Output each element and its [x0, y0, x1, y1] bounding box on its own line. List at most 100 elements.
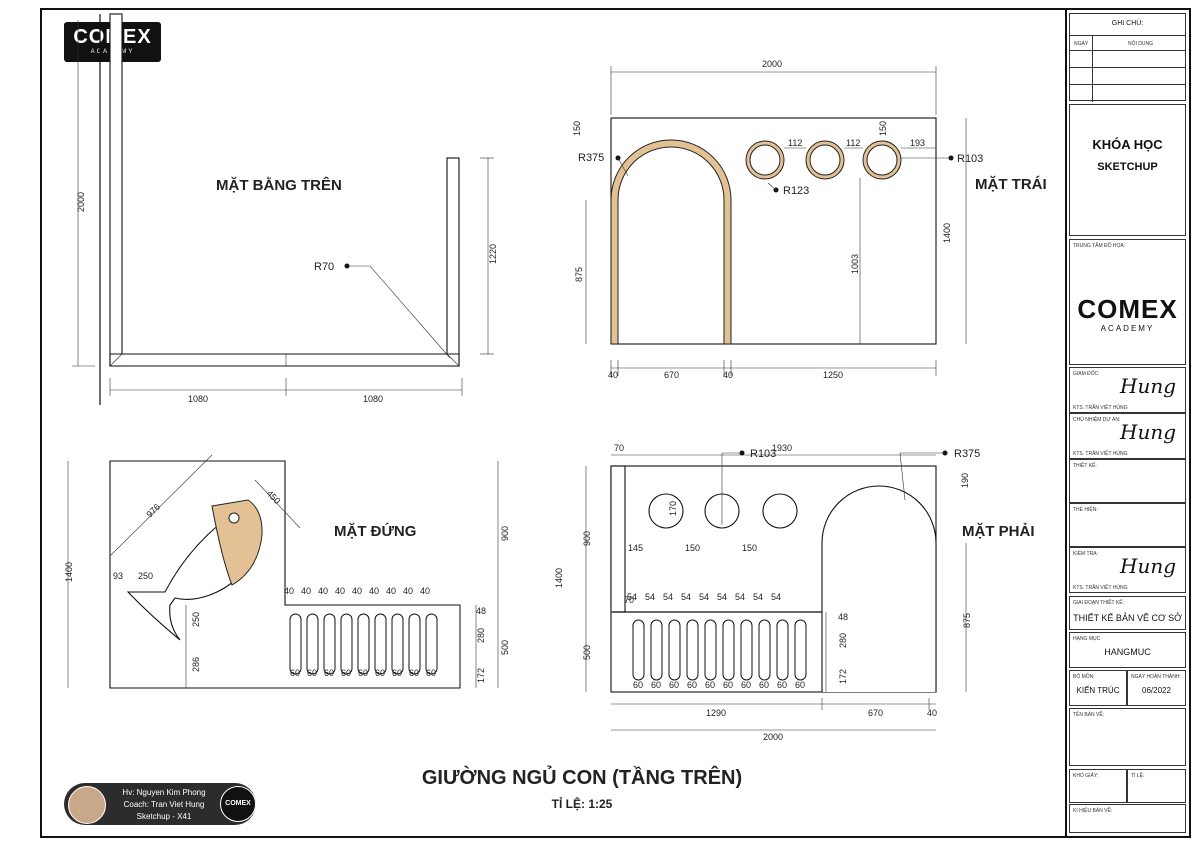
front-h900: 900 — [500, 526, 510, 541]
right-slot — [722, 619, 735, 681]
dept-label: BỘ MÔN: — [1073, 674, 1095, 680]
signature-2: Hung — [1120, 420, 1177, 444]
design-box: THIẾT KẾ: — [1069, 459, 1186, 503]
right-h1400: 1400 — [554, 568, 564, 588]
front-slot — [425, 613, 438, 675]
top-w1080b: 1080 — [363, 394, 383, 404]
right-bottom-dim: 60 — [759, 680, 769, 690]
right-w70b: 70 — [624, 595, 634, 605]
check-label: KIỂM TRA: — [1073, 551, 1098, 557]
left-d112b: 112 — [846, 138, 860, 148]
right-top-dim: 54 — [753, 592, 763, 602]
front-top-dim: 40 — [335, 586, 345, 596]
right-bottom-dim: 60 — [633, 680, 643, 690]
front-top-dim: 40 — [318, 586, 328, 596]
title-front-view: MẶT ĐỨNG — [334, 522, 416, 540]
top-plan-view — [72, 13, 494, 405]
center-logo-name: COMEX — [1077, 294, 1178, 324]
front-top-dim: 40 — [301, 586, 311, 596]
scale-box-label: TỈ LỆ: — [1131, 773, 1145, 779]
notes-row-2 — [1070, 67, 1185, 68]
paper-box: KHỔ GIẤY: — [1069, 769, 1127, 803]
right-r103: R103 — [750, 448, 776, 460]
left-h150a: 150 — [572, 121, 582, 136]
right-w1290: 1290 — [706, 708, 726, 718]
drawing-frame — [40, 8, 1191, 838]
right-w70: 70 — [614, 443, 624, 453]
left-r103: R103 — [957, 153, 983, 165]
right-bottom-dim: 60 — [705, 680, 715, 690]
notes-box: GHI CHÚ: NGÀY NỘI DUNG — [1069, 13, 1186, 102]
right-h500: 500 — [582, 645, 592, 660]
student-coach: Coach: Tran Viet Hung — [123, 800, 205, 809]
front-h172: 172 — [476, 668, 486, 683]
left-r375: R375 — [578, 152, 604, 164]
right-top-dim: 54 — [681, 592, 691, 602]
dept-value: KIẾN TRÚC — [1076, 686, 1120, 695]
right-top-dim: 54 — [645, 592, 655, 602]
right-top-dim: 54 — [663, 592, 673, 602]
right-bottom-dim: 60 — [687, 680, 697, 690]
notes-title: GHI CHÚ: — [1111, 20, 1144, 27]
code-label: KÍ HIỆU BẢN VẼ: — [1073, 808, 1113, 814]
stage-box: GIAI ĐOẠN THIẾT KẾ: THIẾT KẾ BẢN VẼ CƠ S… — [1069, 596, 1186, 630]
drawing-label: TÊN BẢN VẼ: — [1073, 712, 1105, 718]
notes-row-1 — [1070, 50, 1185, 51]
student-name: Hv: Nguyen Kim Phong — [122, 788, 206, 797]
notes-row-3 — [1070, 84, 1185, 85]
col-date: NGÀY — [1074, 41, 1089, 47]
front-h48: 48 — [476, 606, 486, 616]
director-box: GIÁM ĐỐC: Hung KTS. TRẦN VIỆT HÙNG — [1069, 367, 1186, 413]
right-slot — [758, 619, 771, 681]
center-logo-sub: ACADEMY — [1100, 324, 1155, 333]
front-slot — [391, 613, 404, 675]
front-slot — [357, 613, 370, 675]
front-bottom-dim: 60 — [307, 668, 317, 678]
title-right-view: MẶT PHẢI — [962, 523, 1035, 540]
right-w150a: 150 — [685, 543, 700, 553]
code-box: KÍ HIỆU BẢN VẼ: — [1069, 804, 1186, 833]
center-box: TRUNG TÂM ĐỒ HỌA: COMEX ACADEMY — [1069, 239, 1186, 365]
right-slot — [632, 619, 645, 681]
front-bottom-dim: 60 — [290, 668, 300, 678]
front-slot — [374, 613, 387, 675]
right-h190: 190 — [960, 473, 970, 488]
chief-name: KTS. TRẦN VIỆT HÙNG — [1073, 451, 1128, 457]
course-box: KHÓA HỌC SKETCHUP — [1069, 104, 1186, 236]
left-w40b: 40 — [723, 370, 733, 380]
front-w93: 93 — [113, 571, 123, 581]
done-box: NGÀY HOÀN THÀNH: 06/2022 — [1127, 670, 1186, 706]
student-course: Sketchup - X41 — [136, 812, 192, 821]
right-bottom-dim: 60 — [669, 680, 679, 690]
left-h1003: 1003 — [850, 254, 860, 274]
course-line-1: KHÓA HỌC — [1092, 137, 1163, 152]
perform-box: THỂ HIỆN: — [1069, 503, 1186, 547]
front-top-dim: 40 — [420, 586, 430, 596]
front-view — [67, 454, 499, 689]
right-bottom-dim: 60 — [777, 680, 787, 690]
front-bottom-dim: 60 — [341, 668, 351, 678]
right-w40: 40 — [927, 708, 937, 718]
perform-label: THỂ HIỆN: — [1073, 507, 1098, 513]
avatar — [68, 786, 106, 824]
front-bottom-dim: 60 — [375, 668, 385, 678]
right-view — [585, 450, 967, 731]
right-h172: 172 — [838, 669, 848, 684]
drawing-name-box: TÊN BẢN VẼ: — [1069, 708, 1186, 766]
right-top-dim: 54 — [735, 592, 745, 602]
left-h875: 875 — [574, 267, 584, 282]
front-h1400: 1400 — [64, 562, 74, 582]
left-w40a: 40 — [608, 370, 618, 380]
right-w670: 670 — [868, 708, 883, 718]
dept-box: BỘ MÔN: KIẾN TRÚC — [1069, 670, 1127, 706]
right-slot — [704, 619, 717, 681]
right-slot — [650, 619, 663, 681]
right-r375: R375 — [954, 448, 980, 460]
right-bottom-dim: 60 — [651, 680, 661, 690]
left-w670: 670 — [664, 370, 679, 380]
left-view — [585, 66, 967, 376]
front-slot — [289, 613, 302, 675]
front-top-dim: 40 — [403, 586, 413, 596]
right-h900: 900 — [582, 531, 592, 546]
